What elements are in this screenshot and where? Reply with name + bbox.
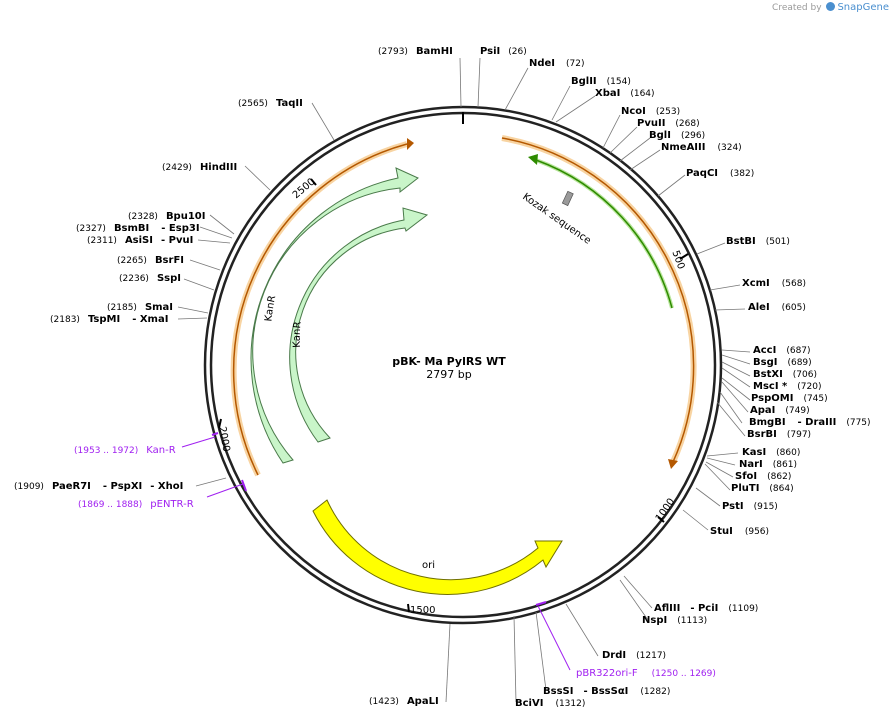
orf-right-arc-glow — [501, 135, 697, 464]
backbone-tick-marks — [218, 112, 689, 613]
kozak-arc — [535, 159, 673, 309]
snapgene-branding: Created by SnapGene — [772, 2, 889, 13]
tick-label-1000: 1000 — [654, 497, 678, 524]
site-sspi: (2236)SspI — [119, 273, 181, 284]
site-ndei: NdeI(72) — [529, 58, 585, 69]
site-bsgi: BsgI(689) — [753, 357, 812, 368]
site-drdi: DrdI(1217) — [602, 650, 666, 661]
kozak-feature-block — [561, 190, 574, 207]
site-nmeaiii: NmeAIII(324) — [661, 142, 742, 153]
kanr-inner-arrow — [289, 207, 429, 443]
snapgene-product-name: SnapGene — [837, 2, 889, 13]
site-apali: (1423)ApaLI — [369, 696, 439, 707]
site-asisi-pvui: (2311)AsiSI- PvuI — [87, 235, 193, 246]
primer-pbr322ori-f: pBR322ori-F(1250 .. 1269) — [576, 668, 716, 679]
orf-left-arc — [232, 143, 408, 476]
plasmid-title-block: pBK- Ma PylRS WT 2797 bp — [364, 355, 534, 381]
site-nspi: NspI(1113) — [642, 615, 707, 626]
orf-left-arc-glow — [230, 141, 408, 477]
primer-pentr-r: (1869 .. 1888)pENTR-R — [78, 499, 194, 510]
site-apai: ApaI(749) — [750, 405, 810, 416]
site-ncoi: NcoI(253) — [621, 106, 680, 117]
site-bstxi: BstXI(706) — [753, 369, 817, 380]
site-sfoi: SfoI(862) — [735, 471, 791, 482]
site-stui: StuI(956) — [710, 526, 769, 537]
site-bamhi: (2793)BamHI — [378, 46, 453, 57]
site-bsrbi: BsrBI(797) — [747, 429, 811, 440]
site-psii: PsiI(26) — [480, 46, 527, 57]
site-bsmbi-esp3i: (2327)BsmBI- Esp3I — [76, 223, 200, 234]
kanr-inner-label: KanR — [292, 321, 304, 348]
kozak-label: Kozak sequence — [520, 191, 592, 246]
site-hindiii: (2429)HindIII — [162, 162, 237, 173]
site-pvuii: PvuII(268) — [637, 118, 700, 129]
backbone-tick-labels: 500 1000 1500 2000 2500 — [216, 176, 686, 616]
site-acci: AccI(687) — [753, 345, 811, 356]
site-bpu10i: (2328)Bpu10I — [128, 211, 205, 222]
orf-right-arrowhead — [668, 459, 678, 469]
created-by-text: Created by — [772, 3, 822, 13]
site-bgli: BglI(296) — [649, 130, 705, 141]
site-pspomi: PspOMI(745) — [751, 393, 828, 404]
site-bsrfi: (2265)BsrFI — [117, 255, 184, 266]
site-paqci: PaqCI(382) — [686, 168, 754, 179]
site-alei: AleI(605) — [748, 302, 806, 313]
site-afliii-pcii: AflIII- PciI(1109) — [654, 603, 758, 614]
site-psti: PstI(915) — [722, 501, 778, 512]
orf-right-arc — [501, 137, 695, 463]
orf-left-arrowhead — [407, 138, 414, 150]
plasmid-length: 2797 bp — [426, 368, 472, 381]
site-bstbi: BstBI(501) — [726, 236, 790, 247]
site-xcmi: XcmI(568) — [742, 278, 806, 289]
kanr-outer-arrow — [250, 167, 419, 464]
site-nari: NarI(861) — [739, 459, 797, 470]
primer-leaders — [181, 436, 571, 671]
ori-label: ori — [422, 560, 435, 571]
backbone-outer-ring — [203, 105, 723, 625]
site-pluti: PluTI(864) — [731, 483, 794, 494]
kanr-outer-label: KanR — [263, 294, 278, 322]
snapgene-logo-icon — [826, 2, 836, 11]
site-taqii: (2565)TaqII — [238, 98, 303, 109]
site-bsssi-bsssai: BssSI- BssSαI(1282) — [543, 686, 670, 697]
site-paer7i-pspxi-xhoi: (1909)PaeR7I- PspXI- XhoI — [14, 481, 183, 492]
site-kasi: KasI(860) — [742, 447, 800, 458]
site-tspmi-xmai: (2183)TspMI- XmaI — [50, 314, 168, 325]
site-bcivi: BciVI(1312) — [515, 698, 585, 709]
restriction-sites-left: (2793)BamHI (1423)ApaLI (1909)PaeR7I- Ps… — [14, 46, 453, 707]
kozak-arrowhead — [528, 154, 538, 165]
primer-marks — [211, 432, 547, 606]
primer-labels: (1953 .. 1972)Kan-R (1869 .. 1888)pENTR-… — [74, 445, 716, 679]
site-smai: (2185)SmaI — [107, 302, 173, 313]
site-bmgbi-draiii: BmgBI- DraIII(775) — [749, 417, 871, 428]
primer-kan-r: (1953 .. 1972)Kan-R — [74, 445, 176, 456]
ori-arrow — [312, 499, 563, 595]
site-bglii: BglII(154) — [571, 76, 631, 87]
tick-label-1500: 1500 — [410, 605, 435, 616]
site-xbai: XbaI(164) — [595, 88, 655, 99]
site-msci: MscI *(720) — [753, 381, 821, 392]
restriction-sites-right: PsiI(26) NdeI(72) BglII(154) XbaI(164) N… — [480, 46, 871, 709]
plasmid-name: pBK- Ma PylRS WT — [392, 355, 506, 368]
tick-label-2000: 2000 — [216, 426, 231, 453]
site-leader-lines — [177, 57, 751, 703]
